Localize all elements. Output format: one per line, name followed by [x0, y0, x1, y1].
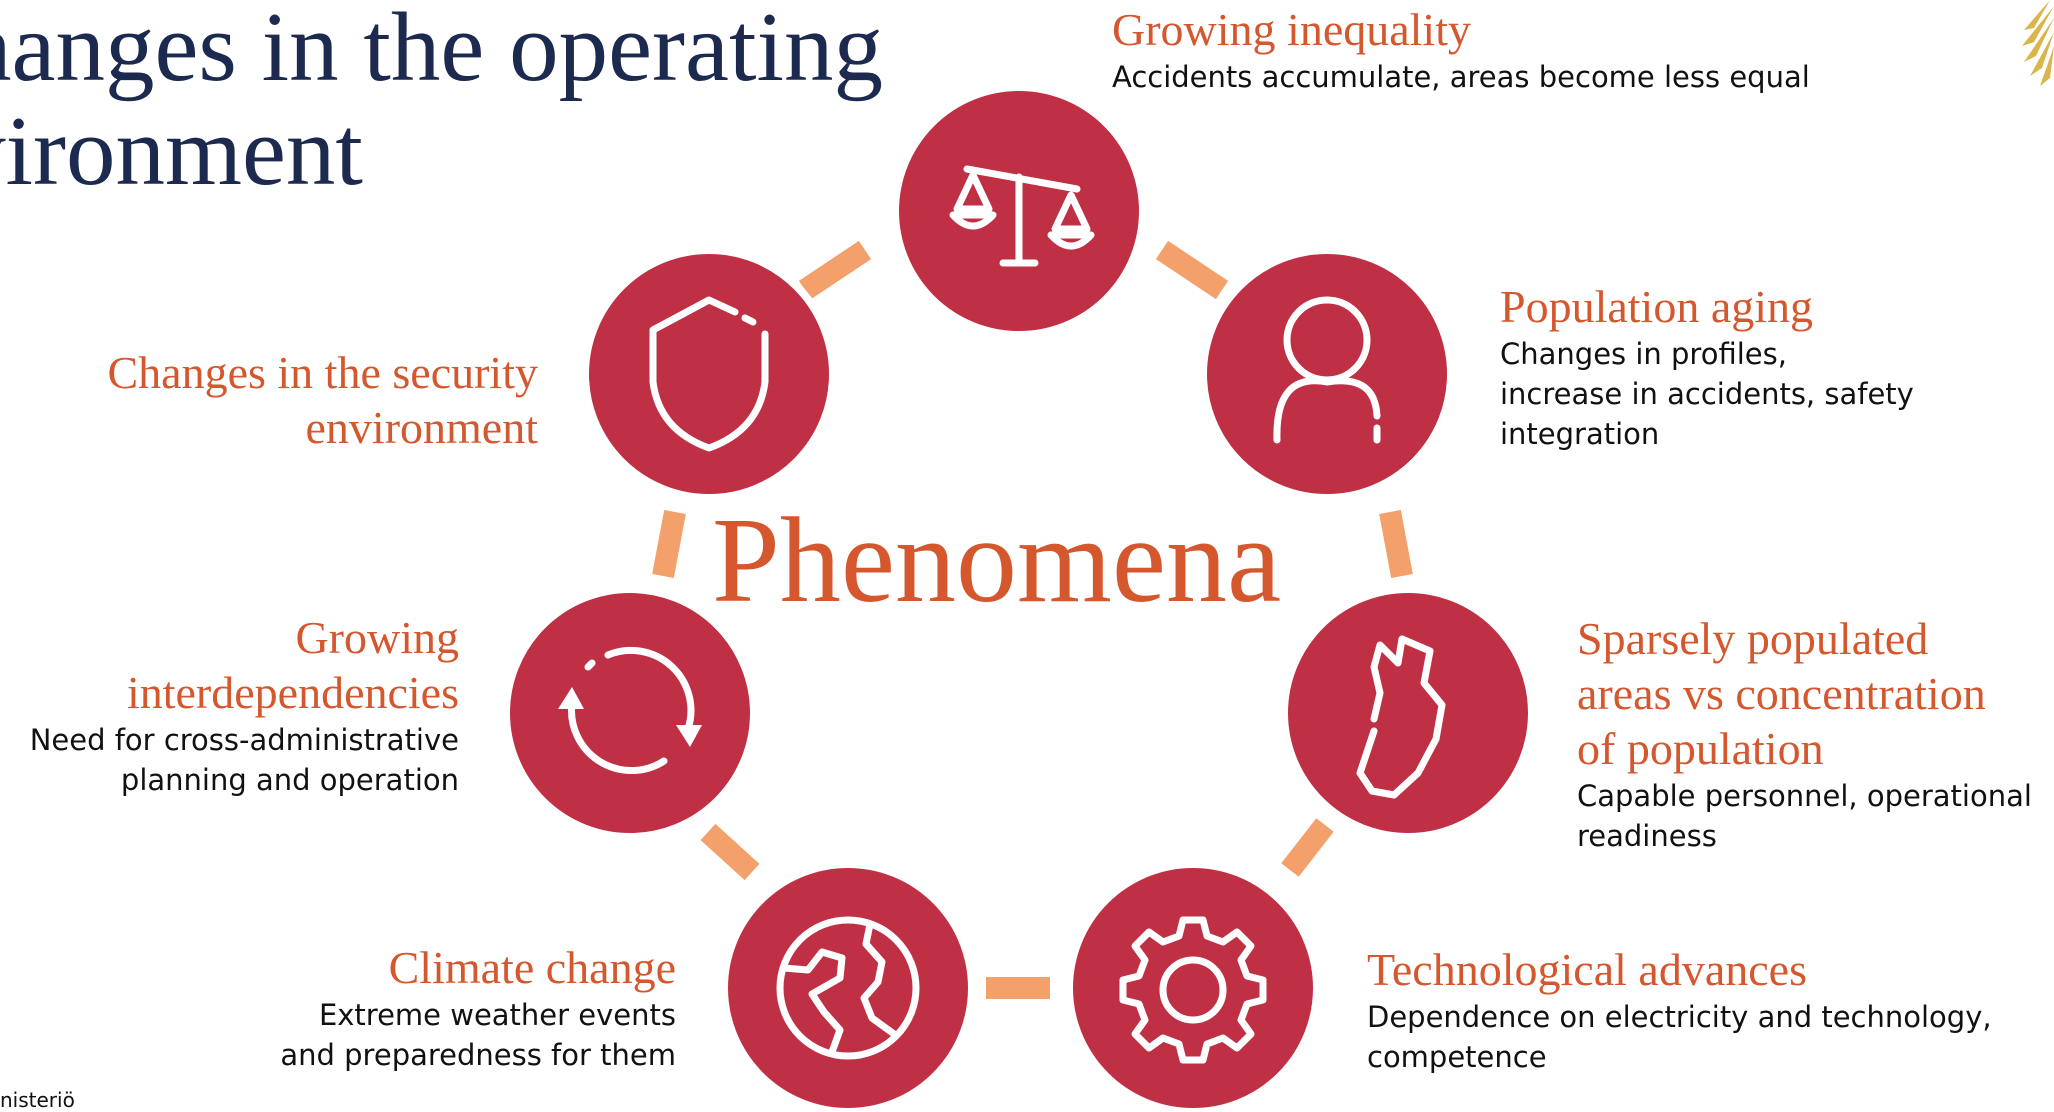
person-icon	[1273, 296, 1381, 444]
cycle-arrows-icon	[558, 646, 702, 774]
text-interdep: Growing interdependencies Need for cross…	[30, 610, 459, 800]
text-sparse: Sparsely populated areas vs concentratio…	[1577, 611, 2032, 856]
heading-interdep-1: Growing	[295, 612, 459, 663]
gear-icon	[1119, 916, 1267, 1064]
desc-aging-1: Changes in profiles,	[1500, 337, 1787, 371]
desc-tech-2: competence	[1367, 1040, 1547, 1074]
desc-tech-1: Dependence on electricity and technology…	[1367, 1000, 1992, 1034]
desc-aging-3: integration	[1500, 417, 1660, 451]
emblem-logo	[2022, 0, 2054, 86]
node-climate	[720, 860, 976, 1108]
heading-sparse-3: of population	[1577, 723, 1824, 774]
heading-security-2: environment	[305, 402, 539, 453]
node-sparse	[1280, 585, 1536, 841]
connector-inequality-aging	[1155, 240, 1229, 300]
page-title: hanges in the operating vironment	[0, 0, 883, 204]
heading-sparse-1: Sparsely populated	[1577, 613, 1929, 664]
desc-aging-2: increase in accidents, safety	[1500, 377, 1914, 411]
globe-icon	[776, 916, 920, 1060]
scales-icon	[949, 165, 1095, 267]
text-tech: Technological advances Dependence on ele…	[1367, 942, 1992, 1077]
title-line-1: hanges in the operating	[0, 0, 883, 102]
heading-tech: Technological advances	[1367, 944, 1807, 995]
node-inequality	[891, 83, 1147, 339]
node-interdep	[502, 585, 758, 841]
heading-aging: Population aging	[1500, 281, 1814, 332]
heading-security-1: Changes in the security	[107, 347, 538, 398]
text-inequality: Growing inequality Accidents accumulate,…	[1112, 2, 1810, 97]
desc-interdep-2: planning and operation	[120, 763, 459, 797]
finland-map-icon	[1356, 635, 1446, 799]
desc-climate-1: Extreme weather events	[318, 998, 676, 1032]
footer-text: nisteriö	[0, 1088, 75, 1112]
desc-inequality-1: Accidents accumulate, areas become less …	[1112, 60, 1810, 94]
node-aging	[1199, 246, 1455, 502]
desc-climate-2: and preparedness for them	[280, 1038, 676, 1072]
node-security	[581, 246, 837, 502]
center-label: Phenomena	[712, 493, 1282, 628]
connector-sparse-tech	[1281, 818, 1334, 877]
connector-climate-interdep	[700, 823, 760, 881]
desc-sparse-1: Capable personnel, operational	[1577, 779, 2032, 813]
shield-icon	[649, 296, 769, 452]
heading-inequality: Growing inequality	[1112, 4, 1471, 55]
text-climate: Climate change Extreme weather events an…	[280, 940, 676, 1075]
desc-sparse-2: readiness	[1577, 819, 1717, 853]
heading-sparse-2: areas vs concentration	[1577, 668, 1986, 719]
heading-interdep-2: interdependencies	[126, 667, 459, 718]
connector-aging-sparse	[1379, 509, 1413, 579]
text-security: Changes in the security environment	[107, 345, 538, 455]
title-line-2: vironment	[0, 97, 363, 206]
heading-climate: Climate change	[388, 942, 676, 993]
connector-interdep-security	[652, 509, 686, 579]
node-tech	[1065, 860, 1321, 1108]
text-aging: Population aging Changes in profiles, in…	[1500, 279, 1914, 454]
connector-security-inequality	[798, 240, 872, 300]
desc-interdep-1: Need for cross-administrative	[29, 723, 459, 757]
